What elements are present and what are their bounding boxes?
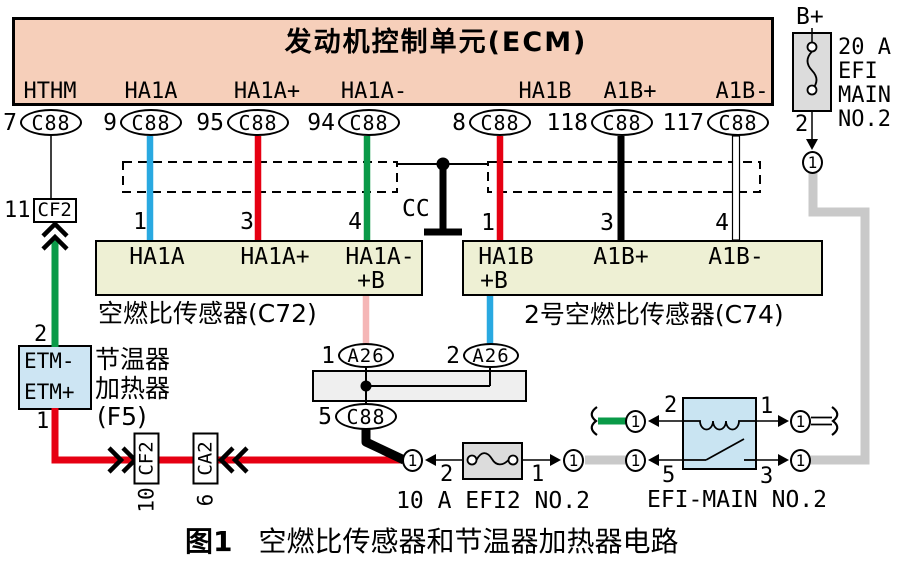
sensor2-pin3-num: 3 xyxy=(600,210,614,236)
connector-c88-7: 7 C88 xyxy=(3,109,82,136)
wire-break-mark-right xyxy=(831,406,839,436)
cf2-bottom-box: CF2 xyxy=(133,432,159,484)
heater-name-line3: (F5) xyxy=(97,402,147,431)
sensor2-caption: 2号空燃比传感器(C74) xyxy=(524,300,784,329)
battery-b-plus-label: B+ xyxy=(796,4,824,30)
sensor1-box xyxy=(95,240,423,296)
inline-connector-ca2: 6 CA2 xyxy=(192,432,219,515)
terminal-relay-pin2-in: 1 xyxy=(625,410,646,433)
efi2-fuse-pin2-num: 2 xyxy=(440,462,454,487)
terminal-relay-pin1-out: 1 xyxy=(790,410,811,433)
sensor1-pin3-num: 3 xyxy=(240,209,254,235)
main-fuse-name-line2: MAIN xyxy=(838,83,891,108)
connector-oval: C88 xyxy=(20,109,82,136)
relay-pin3-num: 3 xyxy=(760,464,774,489)
terminal-relay-pin3-out: 1 xyxy=(790,449,811,472)
sensor2-pin4-num: 4 xyxy=(715,210,729,236)
main-fuse-name-line1: EFI xyxy=(838,59,878,84)
wire-break-mark-left xyxy=(590,406,598,436)
inline-connector-cf2-bottom: 10 CF2 xyxy=(133,432,159,515)
sensor1-terminal-ha1a-minus: HA1A- xyxy=(345,244,415,270)
terminal-relay-pin5-in: 1 xyxy=(625,449,646,472)
figure-caption-number: 图1 xyxy=(185,525,233,558)
ecm-pin-hthm: HTHM xyxy=(23,79,77,104)
ca2-box: CA2 xyxy=(192,432,219,484)
relay-pin5-num: 5 xyxy=(662,463,676,488)
figure-caption: 图1 空燃比传感器和节温器加热器电路 xyxy=(185,528,679,556)
sensor1-terminal-plus-b: +B xyxy=(357,268,385,294)
shield-cc-label: CC xyxy=(402,196,430,222)
efi2-fuse-label: 10 A EFI2 NO.2 xyxy=(396,488,590,514)
relay-pin1-num: 1 xyxy=(760,394,774,419)
sensor1-pin1-num: 1 xyxy=(133,209,147,235)
ecm-pin-ha1a: HA1A xyxy=(124,79,178,104)
sensor1-terminal-ha1a: HA1A xyxy=(129,244,185,270)
sensor2-box xyxy=(462,240,823,296)
sensor2-terminal-plus-b: +B xyxy=(480,268,508,294)
sensor1-pin4-num: 4 xyxy=(348,209,362,235)
ecm-pin-ha1a-minus: HA1A- xyxy=(340,79,408,104)
connector-c88-118: 118 C88 xyxy=(546,109,653,136)
sensor1-terminal-ha1a-plus: HA1A+ xyxy=(240,244,310,270)
sensor2-pin1-num: 1 xyxy=(481,210,495,236)
connector-c88-9: 9 C88 xyxy=(103,109,182,136)
relay-label: EFI-MAIN NO.2 xyxy=(646,487,828,513)
heater-terminal-etm-plus: ETM+ xyxy=(24,380,75,404)
sensor2-terminal-a1b-plus: A1B+ xyxy=(593,244,649,270)
heater-pin2-num: 2 xyxy=(34,322,48,347)
cf2-bottom-pin-number: 10 xyxy=(134,486,158,513)
sensor2-terminal-a1b-minus: A1B- xyxy=(708,244,764,270)
main-fuse-box xyxy=(792,32,832,112)
sensor1-caption: 空燃比传感器(C72) xyxy=(98,299,317,328)
connector-c88-94: 94 C88 xyxy=(307,109,400,136)
relay-pin2-num: 2 xyxy=(664,393,678,418)
ca2-pin-number: 6 xyxy=(193,493,218,506)
terminal-heater-red-junction: 1 xyxy=(402,449,423,472)
ecm-title: 发动机控制单元(ECM) xyxy=(284,27,588,58)
ecm-pin-ha1a-plus: HA1A+ xyxy=(233,79,301,104)
main-fuse-rating: 20 A xyxy=(838,35,891,60)
terminal-efi2-out: 1 xyxy=(563,449,584,472)
shield-dashed-boxes xyxy=(122,161,761,193)
connector-c88-95: 95 C88 xyxy=(196,109,289,136)
ecm-pin-ha1b: HA1B xyxy=(518,79,572,104)
connector-c88-5: 5 C88 xyxy=(318,403,397,430)
inline-connector-cf2-top: 11 CF2 xyxy=(4,198,77,223)
ecm-pin-a1b-plus: A1B+ xyxy=(603,79,657,104)
main-fuse-pin2-num: 2 xyxy=(795,112,809,137)
main-fuse-name-line3: NO.2 xyxy=(838,107,891,132)
connector-a26-1: 1 A26 xyxy=(321,343,394,369)
connector-c88-117: 117 C88 xyxy=(662,109,769,136)
figure-caption-text: 空燃比传感器和节温器加热器电路 xyxy=(258,525,679,558)
cf2-top-box: CF2 xyxy=(32,198,77,223)
heater-name-line2: 加热器 xyxy=(95,374,171,403)
terminal-main-fuse-out: 1 xyxy=(802,151,823,174)
efi2-fuse-box xyxy=(462,442,523,480)
cf2-top-pin-number: 11 xyxy=(4,197,31,223)
efi2-fuse-pin1-num: 1 xyxy=(531,462,545,487)
ecm-box xyxy=(12,17,774,106)
heater-terminal-etm-minus: ETM- xyxy=(24,349,75,373)
sensor2-terminal-ha1b: HA1B xyxy=(478,244,534,270)
ecm-pin-a1b-minus: A1B- xyxy=(715,79,769,104)
connector-pin-number: 7 xyxy=(3,109,17,136)
wire-relay-out-double xyxy=(811,416,832,426)
heater-name-line1: 节温器 xyxy=(95,345,171,374)
connector-c88-8: 8 C88 xyxy=(452,109,531,136)
wire-battery-gray xyxy=(808,173,870,465)
connector-a26-2: 2 A26 xyxy=(446,343,519,369)
heater-pin1-num: 1 xyxy=(36,409,50,434)
